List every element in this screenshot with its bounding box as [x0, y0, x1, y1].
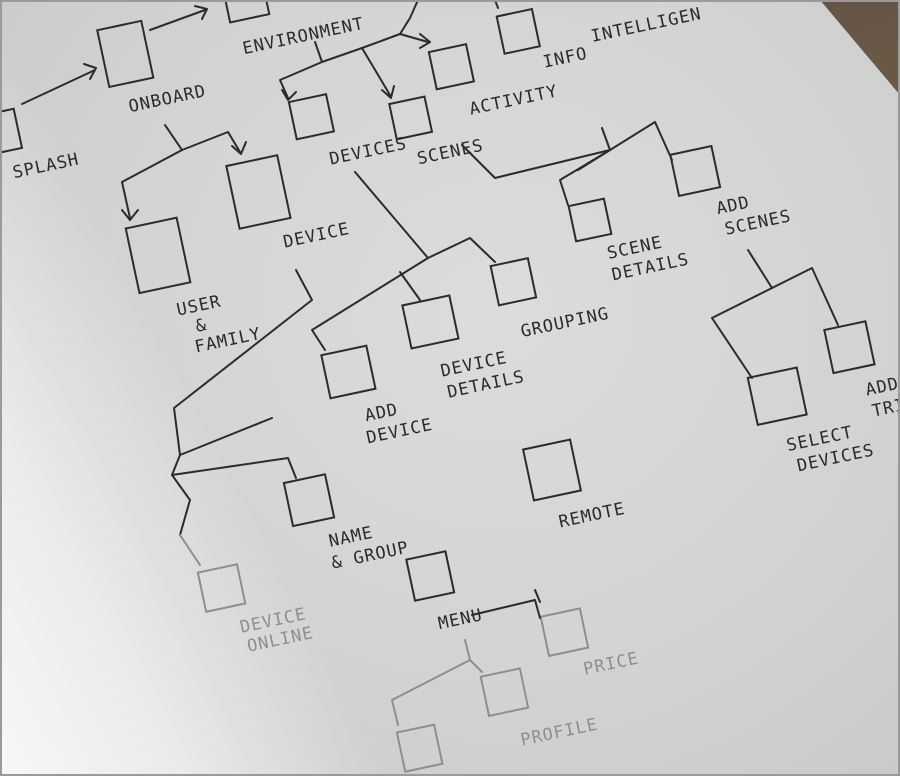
branch-devices-main [355, 172, 428, 258]
scenes-label: SCENES [415, 136, 485, 170]
node-add-device: ADD DEVICE [321, 336, 434, 454]
devices-box [289, 94, 334, 139]
add-device-box [321, 346, 375, 399]
scene-details-box [569, 199, 612, 242]
menu-box [406, 551, 454, 600]
user-family-box [126, 218, 191, 293]
activity-box [429, 44, 474, 89]
node-select-devices: SELECT DEVICES [748, 355, 877, 482]
branch-addscenes-trigger [772, 268, 838, 325]
intelligence-label: INTELLIGEN [589, 4, 703, 47]
remote-box [523, 440, 581, 501]
faint-profile-label: PROFILE [519, 715, 600, 751]
node-menu: MENU [406, 547, 484, 638]
node-grouping: GROUPING [491, 244, 611, 345]
user-family-label-2: & [194, 315, 209, 337]
faint-device-box [198, 564, 245, 611]
node-devices: DEVICES [289, 80, 409, 176]
node-scene-details: SCENE DETAILS [569, 184, 691, 291]
arrow-onboard-environment [150, 6, 207, 30]
node-splash: SPLASH [0, 98, 81, 190]
splash-label: SPLASH [11, 150, 81, 184]
branch-scenes-add [578, 122, 672, 170]
grouping-box [491, 258, 536, 305]
branch-menu-price [472, 590, 540, 618]
onboard-box [97, 21, 153, 87]
scenes-box [389, 97, 432, 140]
branch-onboard-device [182, 132, 246, 154]
faint-price-box [541, 608, 588, 655]
faint-branch-1 [180, 535, 200, 565]
faint-profile-box [481, 668, 528, 715]
node-faint-profile: PROFILE [481, 655, 600, 756]
branch-env-up [400, 0, 418, 34]
branch-onboard-user [122, 125, 182, 220]
add-trigger-box [824, 321, 874, 373]
node-add-trigger: ADD TRIG [824, 314, 900, 427]
activity-label: ACTIVITY [468, 81, 560, 119]
node-info: INFO [497, 0, 590, 80]
node-faint-price: PRICE [541, 599, 641, 687]
node-environment: ENVIRONMENT [222, 0, 366, 61]
branch-env-scenes [322, 48, 394, 98]
device-box [226, 155, 290, 228]
node-activity: ACTIVITY [429, 28, 560, 126]
faint-branch-menu [392, 640, 482, 725]
info-label: INFO [541, 44, 589, 73]
select-devices-box [748, 368, 807, 425]
node-faint-device-online: DEVICE ONLINE [198, 552, 316, 664]
faint-left-box [397, 725, 442, 772]
node-remote: REMOTE [523, 431, 627, 536]
branch-addscenes-select [712, 250, 772, 378]
branch-device-name [172, 458, 296, 478]
faint-price-label: PRICE [582, 649, 641, 680]
branch-device-side [180, 418, 272, 455]
splash-box [0, 109, 22, 158]
branch-env-activity [362, 34, 430, 48]
node-name-group: NAME & GROUP [284, 460, 411, 579]
node-onboard: ONBOARD [97, 11, 208, 120]
onboard-label: ONBOARD [127, 81, 208, 117]
arrow-splash-onboard [22, 64, 96, 104]
name-group-box [284, 474, 334, 526]
device-details-box [402, 295, 458, 348]
remote-label: REMOTE [557, 499, 627, 533]
faint-nodes: DEVICE ONLINE PROFILE PRICE [180, 535, 641, 772]
info-box [497, 9, 540, 54]
environment-box [222, 0, 269, 22]
menu-label: MENU [436, 605, 484, 634]
grouping-label: GROUPING [519, 304, 611, 342]
link-info-top [495, 0, 498, 8]
branch-devices-grouping [428, 238, 495, 262]
node-faint-left [397, 725, 442, 772]
device-label: DEVICE [281, 219, 351, 253]
node-user-family: USER & FAMILY [126, 206, 263, 367]
branch-env-devices [280, 42, 322, 100]
branch-scenes-details [560, 150, 610, 205]
add-scenes-box [670, 146, 720, 196]
branch-devices-details [400, 272, 420, 300]
node-intelligence: INTELLIGEN [589, 4, 703, 47]
node-add-scenes: ADD SCENES [670, 133, 793, 248]
